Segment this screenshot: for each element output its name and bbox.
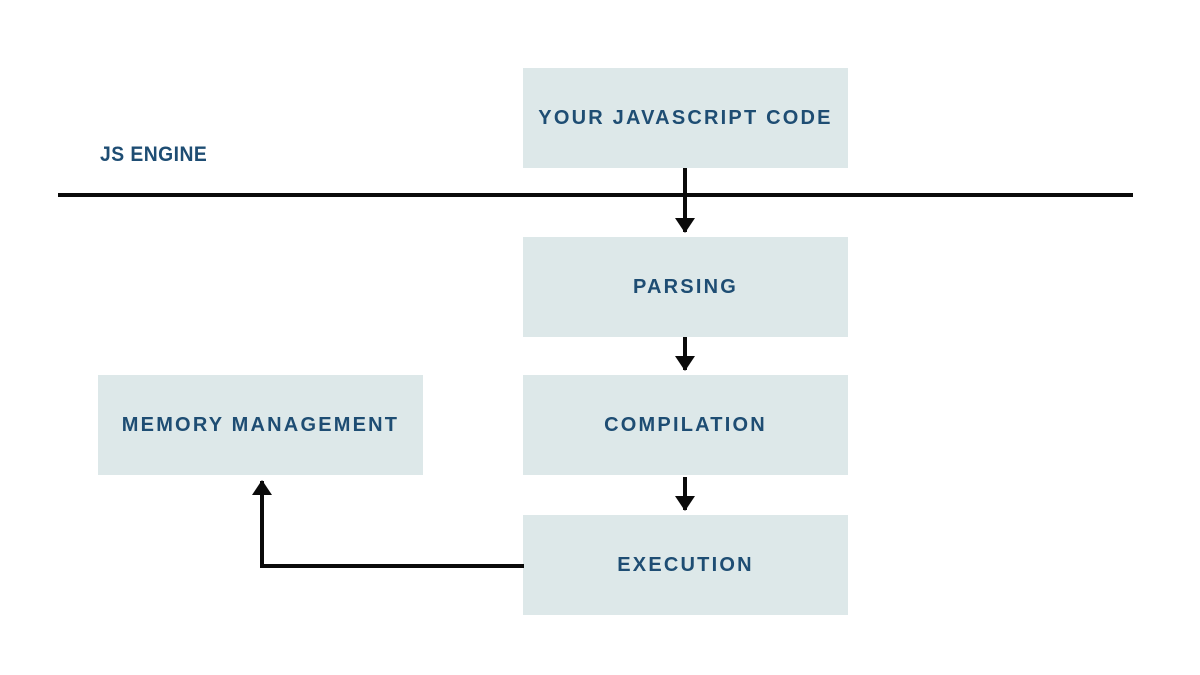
node-memory-management-label: MEMORY MANAGEMENT [121,413,400,436]
node-memory-management: MEMORY MANAGEMENT [98,375,423,475]
arrow-execution-to-memory-management [252,480,524,568]
node-parsing: PARSING [523,237,848,337]
js-engine-boundary-line [58,193,1133,197]
node-parsing-label: PARSING [632,275,739,298]
node-execution: EXECUTION [523,515,848,615]
node-compilation-label: COMPILATION [604,413,767,436]
js-engine-label: JS ENGINE [100,143,208,166]
node-execution-label: EXECUTION [617,553,754,576]
node-your-javascript-code: YOUR JAVASCRIPT CODE [523,68,848,168]
node-compilation: COMPILATION [523,375,848,475]
node-your-javascript-code-label: YOUR JAVASCRIPT CODE [538,106,833,129]
